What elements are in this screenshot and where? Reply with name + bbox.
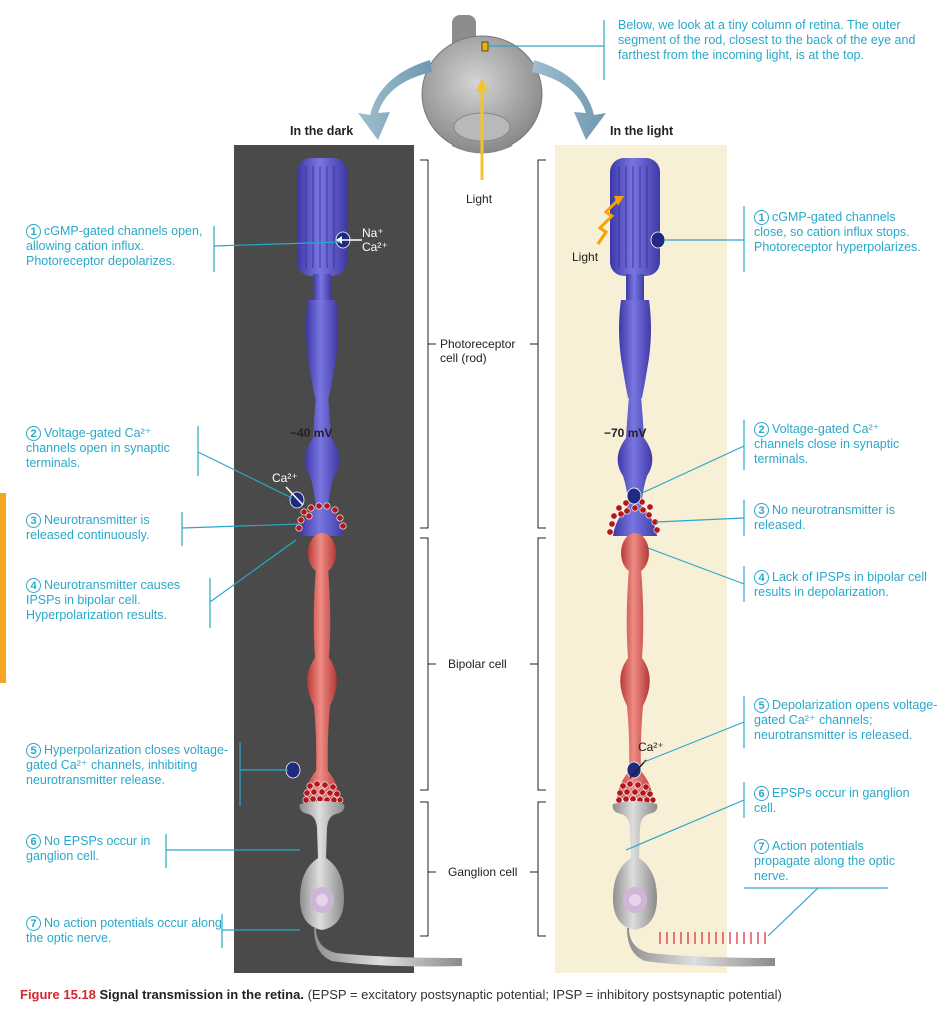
ion-ca-dark-top: Ca²⁺ xyxy=(362,240,388,254)
ion-ca-light-terminal: Ca²⁺ xyxy=(638,740,664,754)
light-label-center: Light xyxy=(466,192,493,206)
figure-caption: Figure 15.18 Signal transmission in the … xyxy=(20,986,940,1003)
light-ca-channel-bipolar xyxy=(626,761,642,779)
action-potential-ticks xyxy=(659,932,766,944)
ion-na: Na⁺ xyxy=(362,226,384,240)
voltage-light: −70 mV xyxy=(604,426,647,440)
light-ca-channel-rod xyxy=(626,487,642,505)
light-cgmp-channel xyxy=(650,231,666,249)
header-dark: In the dark xyxy=(290,124,354,138)
voltage-dark: −40 mV xyxy=(290,426,333,440)
label-bipolar: Bipolar cell xyxy=(448,657,507,671)
left-curved-arrow xyxy=(358,60,432,140)
figure-number: Figure 15.18 xyxy=(20,987,96,1002)
retina-sample-marker xyxy=(481,41,489,52)
dark-ca-channel-bipolar xyxy=(285,761,301,779)
eye-note: Below, we look at a tiny column of retin… xyxy=(618,18,916,62)
figure-caption-text: (EPSP = excitatory postsynaptic potentia… xyxy=(307,987,782,1002)
figure-title: Signal transmission in the retina. xyxy=(99,987,304,1002)
header-light: In the light xyxy=(610,124,674,138)
light-label-rod: Light xyxy=(572,250,599,264)
ion-ca-dark-terminal: Ca²⁺ xyxy=(272,471,298,485)
label-photoreceptor: Photoreceptor cell (rod) xyxy=(440,337,516,365)
label-ganglion: Ganglion cell xyxy=(448,865,518,879)
right-curved-arrow xyxy=(532,60,606,140)
side-marker xyxy=(0,493,6,683)
light-zigzag-icon xyxy=(596,198,620,245)
